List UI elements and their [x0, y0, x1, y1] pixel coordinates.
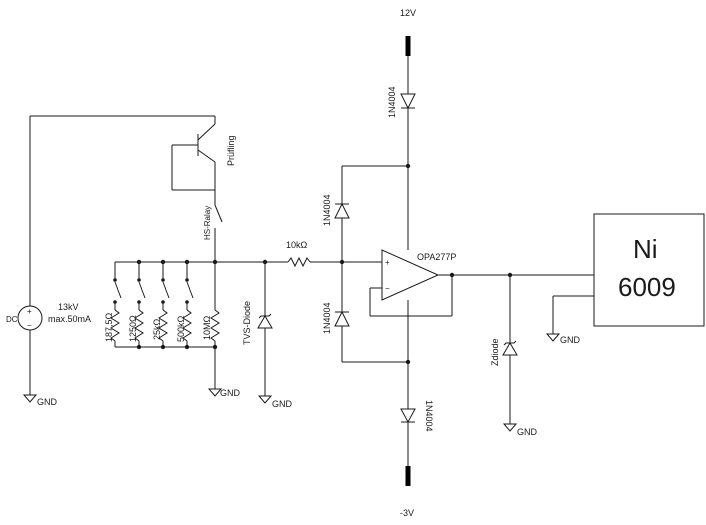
resistor-branch-3: 25kΩ	[152, 262, 170, 347]
hs-relay-switch: HS-Ralay	[203, 204, 223, 262]
rail-diode-top: 1N4004	[387, 86, 416, 250]
supply-rail-positive: 12V	[400, 8, 416, 94]
rail-diode-bottom: 1N4004	[400, 300, 434, 432]
resistor-branch-5: 10MΩ	[202, 262, 220, 389]
ground-label-bank: GND	[220, 388, 241, 398]
ground-label-tvs: GND	[272, 399, 293, 409]
relay-label: HS-Ralay	[203, 206, 212, 240]
resistor-label-4: 500kΩ	[176, 315, 186, 342]
resistor-label-2: 1250Ω	[128, 315, 138, 342]
source-current-limit: max.50mA	[48, 314, 91, 324]
ground-label-zdiode: GND	[517, 427, 538, 437]
clamp-diode-top: 1N4004	[322, 194, 350, 226]
ground-label-daq: GND	[560, 335, 581, 345]
source-plus: +	[27, 307, 32, 316]
ground-daq: GND	[545, 333, 581, 345]
resistor-branch-2: 1250Ω	[128, 262, 146, 347]
resistor-label-3: 25kΩ	[152, 318, 162, 340]
zdiode-label: Zdiode	[490, 338, 500, 366]
rail-diode-top-label: 1N4004	[387, 86, 397, 118]
resistor-branch-1: 187,5Ω	[104, 262, 122, 347]
opamp-label: OPA277P	[417, 252, 456, 262]
daq-label-line2: 6009	[618, 272, 676, 302]
source-symbol: DC	[6, 315, 18, 324]
ground-resistor-bank: GND	[207, 388, 241, 398]
daq-ni6009: Ni 6009	[552, 213, 705, 334]
series-resistor: 10kΩ	[284, 240, 342, 268]
rail-label-positive: 12V	[400, 8, 416, 18]
resistor-label-1: 187,5Ω	[104, 312, 114, 342]
opamp: + − OPA277P	[369, 249, 456, 317]
ground-zdiode: GND	[502, 423, 538, 437]
dut-label: Prüfling	[226, 135, 236, 166]
output-wire	[449, 272, 594, 278]
rail-diode-bottom-label: 1N4004	[424, 400, 434, 432]
rail-label-negative: -3V	[400, 508, 414, 518]
tvs-label: TVS-Diode	[242, 301, 252, 345]
clamp-diode-bottom: 1N4004	[322, 302, 350, 334]
clamp-diode-bottom-label: 1N4004	[322, 302, 332, 334]
dut-transistor: Prüfling	[171, 123, 236, 205]
source-minus: −	[27, 321, 32, 330]
daq-label-line1: Ni	[633, 234, 658, 264]
opamp-minus: −	[385, 284, 390, 293]
dc-source: + − DC 13kV max.50mA	[6, 115, 216, 395]
resistor-label-5: 10MΩ	[202, 315, 212, 340]
opamp-plus: +	[385, 258, 390, 267]
series-resistor-label: 10kΩ	[286, 240, 308, 250]
z-diode: Zdiode	[490, 275, 518, 424]
ground-source: GND	[22, 394, 58, 407]
clamp-diode-top-label: 1N4004	[322, 194, 332, 226]
resistor-branch-4: 500kΩ	[176, 262, 194, 347]
ground-tvs: GND	[257, 395, 293, 409]
ground-label-source: GND	[37, 397, 58, 407]
source-voltage: 13kV	[58, 302, 79, 312]
tvs-diode: TVS-Diode	[242, 262, 273, 396]
clamp-wiring	[339, 163, 411, 365]
supply-rail-negative: -3V	[400, 430, 414, 518]
